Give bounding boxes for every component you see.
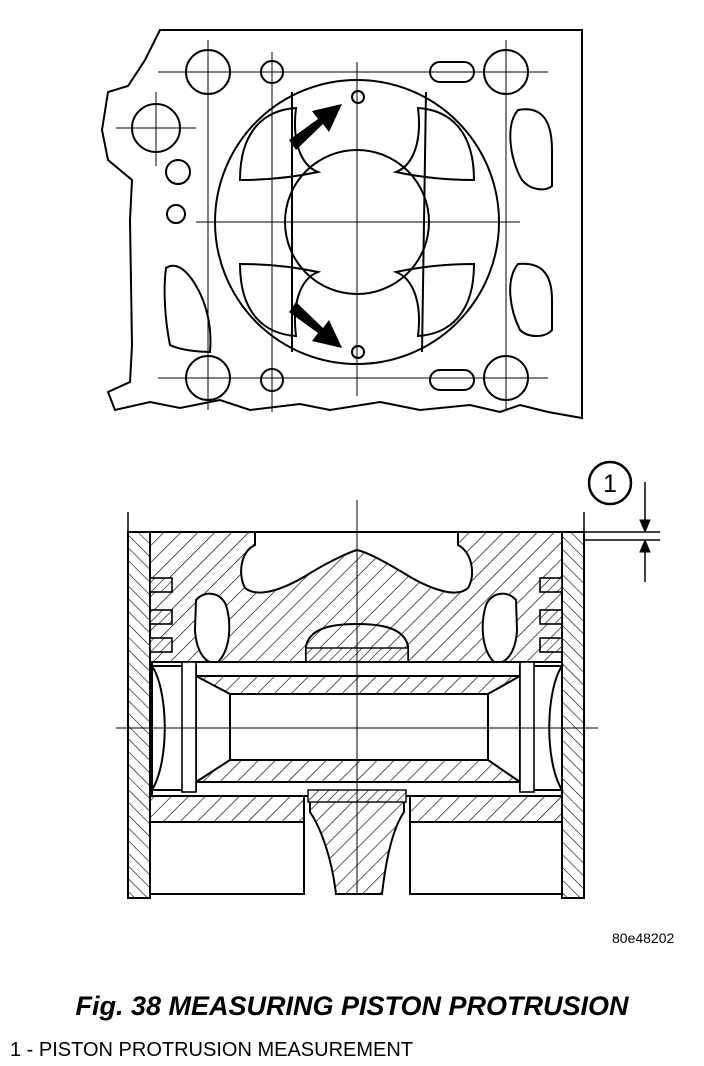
measurement-point-upper xyxy=(351,90,365,104)
arrow-lower-icon xyxy=(289,302,342,348)
arrow-upper-icon xyxy=(289,104,342,150)
technical-drawing: 1 xyxy=(100,29,660,899)
callout-number: 1 xyxy=(603,470,617,498)
callout-1: 1 xyxy=(587,460,633,506)
figure-caption: Fig. 38 MEASURING PISTON PROTRUSION xyxy=(75,991,629,1021)
cylinder-wall-right xyxy=(561,531,585,899)
measurement-point-lower xyxy=(351,345,365,359)
gasket-outline xyxy=(100,29,583,420)
valve-pocket-bottom-left xyxy=(238,262,322,338)
valve-pocket-top-left xyxy=(238,106,322,182)
section-centerlines xyxy=(116,500,598,894)
piston-cross-section xyxy=(127,512,585,899)
legend-item-1: 1 - PISTON PROTRUSION MEASUREMENT xyxy=(10,1039,414,1061)
cylinder-wall-left xyxy=(127,531,151,899)
top-view-centerlines xyxy=(116,40,548,412)
reference-code: 80e48202 xyxy=(612,930,675,946)
valve-pocket-bottom-right xyxy=(392,262,476,338)
valve-pocket-top-right xyxy=(392,106,476,182)
protrusion-dimension xyxy=(584,482,660,582)
top-view-head-gasket xyxy=(100,29,583,420)
arrows xyxy=(289,104,342,348)
